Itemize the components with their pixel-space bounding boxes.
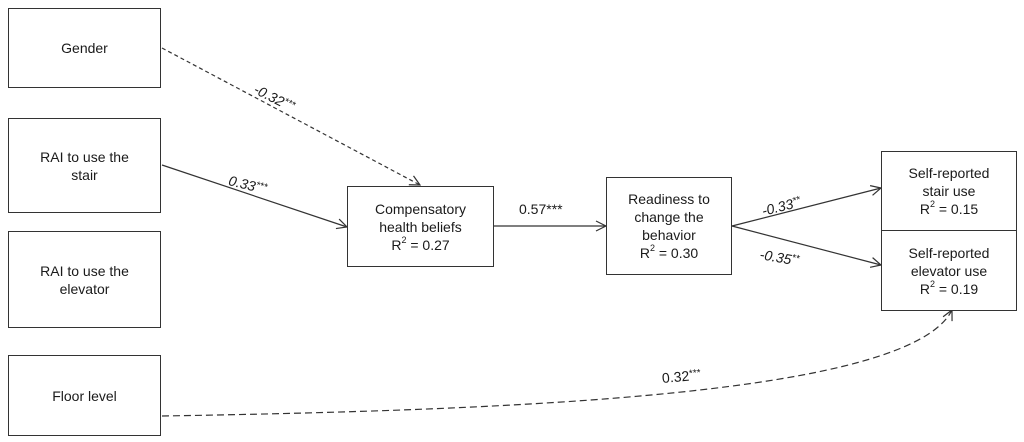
edge-rai-stair-to-chb [161, 164, 347, 227]
node-stair-use-line-1: Self-reported [908, 165, 990, 181]
edge-floor-to-elevator-use [161, 310, 952, 417]
node-readiness-r2: R2 = 0.30 [639, 243, 699, 261]
node-floor-level-line: Floor level [52, 387, 117, 404]
node-rai-stair-line-2: stair [71, 166, 98, 183]
node-elevator-use-r2: R2 = 0.19 [919, 278, 979, 297]
node-self-reported-stair-use: Self-reported stair use R2 = 0.15 [881, 151, 1017, 231]
edge-readiness-to-elevator-use [731, 225, 881, 265]
node-readiness-line-3: behavior [642, 227, 696, 243]
node-gender-line: Gender [61, 40, 108, 56]
edge-readiness-to-stair-use [731, 188, 881, 227]
node-rai-stair-line-1: RAI to use the [40, 148, 129, 165]
node-stair-use-line-2: stair use [922, 183, 976, 199]
node-readiness-line-1: Readiness to [628, 191, 710, 207]
node-gender: Gender [8, 8, 161, 88]
node-rai-stair: RAI to use the stair [8, 118, 161, 213]
node-elevator-use-line-1: Self-reported [908, 244, 990, 261]
edge-gender-to-chb [161, 47, 420, 185]
node-rai-elevator: RAI to use the elevator [8, 231, 161, 328]
node-readiness-line-2: change the [634, 209, 704, 225]
node-rai-elevator-line-1: RAI to use the [40, 262, 129, 279]
node-readiness-to-change: Readiness to change the behavior R2 = 0.… [606, 177, 732, 275]
node-elevator-use-line-2: elevator use [910, 262, 988, 279]
node-rai-elevator-line-2: elevator [59, 280, 110, 297]
node-chb-line-1: Compensatory [374, 200, 467, 217]
node-chb-line-2: health beliefs [379, 218, 462, 235]
node-compensatory-health-beliefs: Compensatory health beliefs R2 = 0.27 [347, 186, 494, 267]
node-stair-use-r2: R2 = 0.15 [919, 199, 979, 217]
node-chb-r2: R2 = 0.27 [391, 234, 450, 253]
node-floor-level: Floor level [8, 355, 161, 436]
edge-label-chb-readiness: 0.57*** [519, 201, 563, 217]
edge-label-floor-elevator: 0.32*** [661, 367, 702, 386]
node-self-reported-elevator-use: Self-reported elevator use R2 = 0.19 [881, 230, 1017, 311]
